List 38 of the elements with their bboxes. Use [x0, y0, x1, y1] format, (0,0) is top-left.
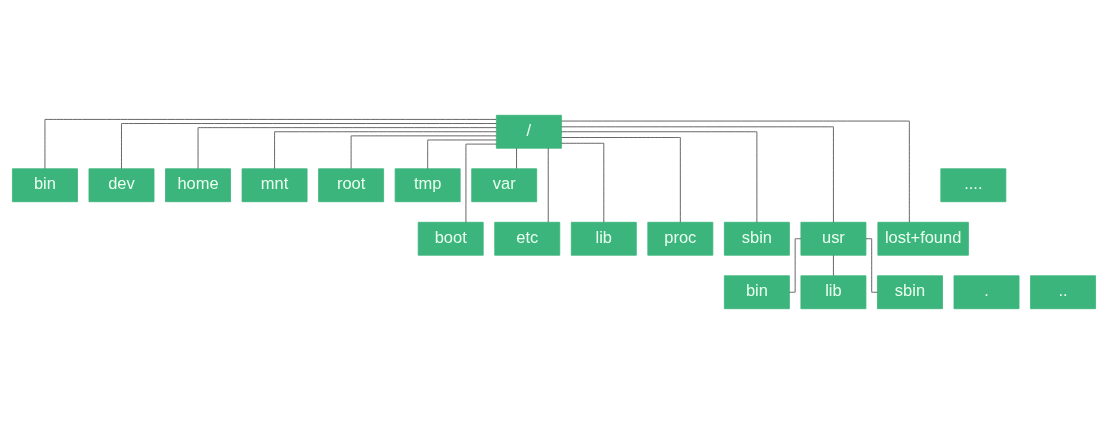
connector: [274, 130, 497, 169]
node-box: sbin: [877, 274, 943, 309]
connector: [516, 147, 517, 169]
node-box: ..: [1030, 274, 1096, 309]
connector: [561, 136, 681, 223]
connector: [789, 237, 802, 293]
node-box: bin: [723, 274, 790, 309]
node-box: lib: [570, 221, 637, 256]
node-box: lib: [800, 274, 867, 309]
connector: [865, 237, 878, 293]
node-box: var: [471, 167, 538, 202]
connector: [561, 120, 910, 223]
connector: [427, 139, 497, 169]
connector: [465, 143, 497, 223]
connector: [561, 125, 834, 223]
connector: [350, 134, 497, 169]
node-box: lost+found: [877, 221, 969, 256]
connector: [121, 122, 497, 169]
node-box: etc: [494, 221, 561, 256]
node-box: home: [165, 167, 231, 202]
node-box: proc: [647, 221, 714, 256]
node-box: usr: [800, 221, 867, 256]
node-box: tmp: [394, 167, 461, 202]
connector: [833, 254, 834, 276]
node-box: .: [953, 274, 1020, 309]
node-box: ....: [940, 167, 1007, 202]
node-box: dev: [88, 167, 155, 202]
connector: [44, 118, 497, 169]
connector: [561, 142, 605, 223]
node-box: bin: [12, 167, 78, 202]
node-box: mnt: [241, 167, 308, 202]
node-box: boot: [417, 221, 484, 256]
node-box: root: [318, 167, 385, 202]
connector: [197, 126, 497, 169]
node-box: /: [495, 114, 562, 149]
connector: [561, 130, 758, 223]
connector: [547, 147, 549, 222]
node-box: sbin: [723, 221, 790, 256]
